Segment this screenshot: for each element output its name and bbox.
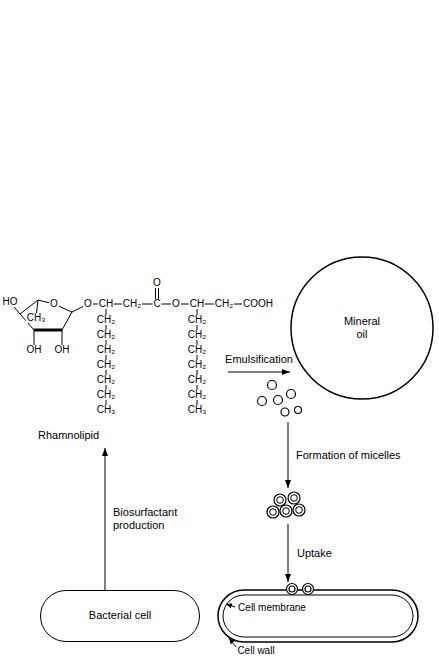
atom-label: CH₂	[187, 345, 207, 355]
atom-label: CH₂	[187, 375, 207, 385]
bacterial-cell: Bacterial cell	[40, 590, 200, 642]
micelle-inner	[270, 509, 277, 516]
atom-label: CH₃	[187, 405, 208, 415]
sugar-ring	[20, 300, 72, 330]
atom-label: CH₂	[96, 390, 116, 400]
part-label: Cell wall	[237, 645, 274, 657]
micelle	[305, 586, 311, 592]
micelle	[289, 586, 295, 592]
atom-label: O	[83, 299, 93, 309]
atom-label: CH₂	[122, 299, 142, 309]
atom-label: CH₂	[187, 360, 207, 370]
micelle-inner	[277, 497, 284, 504]
leader-line	[229, 638, 236, 647]
droplet	[295, 407, 302, 414]
ring-bold-edge	[34, 329, 62, 332]
process-arrow	[105, 448, 106, 590]
node-text: Rhamnolipid	[38, 429, 99, 442]
micelle-outer	[280, 505, 292, 517]
cell-wall	[218, 590, 418, 642]
edge-label: Emulsification	[225, 353, 293, 366]
oil-circle	[291, 257, 433, 399]
micelle-outer	[267, 506, 279, 518]
atom-label: CH₂	[187, 315, 207, 325]
atom-label: CH₂	[96, 345, 116, 355]
process-arrow	[228, 372, 290, 373]
micelle-inner	[296, 507, 303, 514]
micelle-inner	[291, 495, 298, 502]
atom-label: OH	[54, 345, 71, 355]
droplet	[258, 397, 267, 406]
micelle	[267, 506, 279, 518]
process-arrow	[288, 422, 289, 488]
micelle-cluster	[267, 492, 305, 518]
micelle	[274, 494, 286, 506]
micelle	[288, 492, 300, 504]
process-label: Formation of micelles	[296, 449, 401, 462]
oil-droplets	[258, 381, 302, 417]
leader-line	[226, 604, 235, 607]
atom-label: CH₃	[96, 405, 117, 415]
micelle-outer	[293, 504, 305, 516]
atom-label: CH₂	[96, 315, 116, 325]
atom-label: O	[171, 299, 181, 309]
atom-label: CH₂	[187, 390, 207, 400]
chemical-bonds	[10, 283, 258, 410]
atom-label: C	[152, 299, 161, 309]
droplet	[274, 396, 283, 405]
oil-drop: Mineral oil	[290, 256, 434, 400]
atom-label: CH₂	[96, 375, 116, 385]
micelle-outer	[288, 492, 300, 504]
atom-label: HO	[2, 297, 19, 307]
atom-label: OH	[26, 345, 43, 355]
atom-label: COOH	[242, 299, 274, 309]
part-label: Cell membrane	[238, 602, 306, 614]
atom-label: CH	[98, 299, 114, 309]
micelle	[293, 504, 305, 516]
droplet	[287, 390, 296, 399]
droplet	[268, 381, 277, 390]
process-arrow	[288, 524, 289, 582]
atom-label: CH₃	[26, 313, 47, 323]
process-label: Uptake	[297, 547, 332, 560]
micelle-outer	[274, 494, 286, 506]
atom-label: CH₂	[96, 330, 116, 340]
atom-label: O	[152, 278, 162, 288]
micelle	[280, 505, 292, 517]
node-text: Mineral oil	[339, 315, 385, 341]
entering-micelles	[287, 584, 314, 595]
cell-membrane	[223, 595, 413, 637]
edge-label: Biosurfactant production	[113, 506, 195, 532]
atom-label: CH₂	[214, 299, 234, 309]
atom-label: CH₂	[96, 360, 116, 370]
micelle	[287, 584, 298, 595]
micelle-inner	[283, 508, 290, 515]
node-text: Bacterial cell	[89, 609, 151, 622]
atom-label: O	[49, 299, 59, 309]
atom-label: CH	[189, 299, 205, 309]
micelle	[303, 584, 314, 595]
droplet	[281, 408, 289, 416]
atom-label: CH₂	[187, 330, 207, 340]
